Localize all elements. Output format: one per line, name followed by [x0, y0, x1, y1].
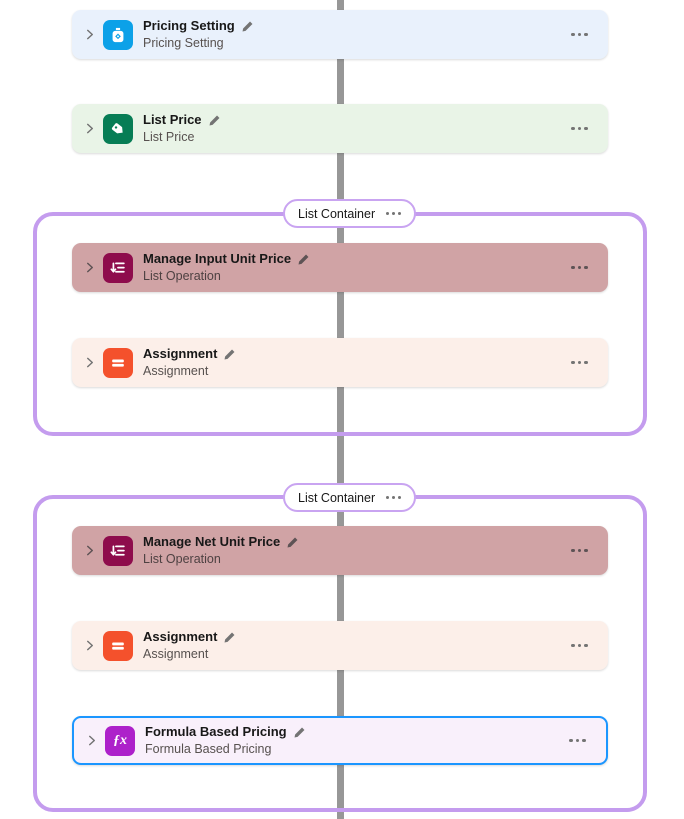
node-title: Formula Based Pricing [145, 723, 287, 739]
node-card-list-price[interactable]: List Price List Price [72, 104, 608, 153]
list-container-pill-2[interactable]: List Container [283, 483, 417, 512]
node-card-assignment-2[interactable]: Assignment Assignment [72, 621, 608, 670]
node-title: Assignment [143, 628, 218, 644]
ellipsis-icon [571, 265, 588, 270]
workflow-connector-line [337, 0, 344, 819]
list-container-pill-1[interactable]: List Container [283, 199, 417, 228]
container-menu-button[interactable] [386, 212, 402, 215]
assignment-icon [103, 347, 133, 378]
list-operation-icon [103, 252, 133, 283]
node-subtitle: List Operation [143, 268, 221, 283]
node-menu-button[interactable] [567, 123, 592, 135]
node-card-manage-input-unit-price[interactable]: Manage Input Unit Price List Operation [72, 243, 608, 292]
chevron-right-icon [87, 640, 93, 651]
node-title: Manage Input Unit Price [143, 250, 292, 266]
expand-chevron-button[interactable] [80, 23, 100, 47]
edit-pencil-icon[interactable] [223, 348, 236, 361]
node-text: Assignment Assignment [143, 628, 236, 661]
node-subtitle: Formula Based Pricing [145, 741, 272, 756]
formula-glyph: ƒx [113, 732, 127, 748]
container-menu-button[interactable] [386, 496, 402, 499]
node-menu-button[interactable] [567, 640, 592, 652]
container-label: List Container [298, 206, 376, 221]
ellipsis-icon [569, 738, 586, 743]
node-title: List Price [143, 111, 202, 127]
node-text: List Price List Price [143, 111, 221, 144]
node-card-assignment-1[interactable]: Assignment Assignment [72, 338, 608, 387]
edit-pencil-icon[interactable] [223, 631, 236, 644]
expand-chevron-button[interactable] [80, 539, 100, 563]
node-card-formula-based-pricing[interactable]: ƒx Formula Based Pricing Formula Based P… [72, 716, 608, 765]
chevron-right-icon [87, 357, 93, 368]
chevron-right-icon [87, 29, 93, 40]
node-menu-button[interactable] [567, 29, 592, 41]
ellipsis-icon [571, 548, 588, 553]
node-title: Manage Net Unit Price [143, 533, 281, 549]
ellipsis-icon [386, 496, 402, 499]
expand-chevron-button[interactable] [80, 351, 100, 375]
expand-chevron-button[interactable] [80, 634, 100, 658]
edit-pencil-icon[interactable] [286, 536, 299, 549]
chevron-right-icon [87, 262, 93, 273]
node-subtitle: Assignment [143, 646, 209, 661]
assignment-icon [103, 630, 133, 661]
node-card-pricing-setting[interactable]: Pricing Setting Pricing Setting [72, 10, 608, 59]
node-text: Formula Based Pricing Formula Based Pric… [145, 723, 306, 756]
node-text: Pricing Setting Pricing Setting [143, 17, 254, 50]
node-subtitle: Pricing Setting [143, 35, 224, 50]
node-menu-button[interactable] [567, 545, 592, 557]
price-tag-icon [103, 113, 133, 144]
node-menu-button[interactable] [567, 262, 592, 274]
chevron-right-icon [89, 735, 95, 746]
container-label: List Container [298, 490, 376, 505]
list-operation-icon [103, 535, 133, 566]
edit-pencil-icon[interactable] [297, 253, 310, 266]
ellipsis-icon [386, 212, 402, 215]
node-card-manage-net-unit-price[interactable]: Manage Net Unit Price List Operation [72, 526, 608, 575]
chevron-right-icon [87, 123, 93, 134]
chevron-right-icon [87, 545, 93, 556]
node-subtitle: Assignment [143, 363, 209, 378]
ellipsis-icon [571, 126, 588, 131]
node-menu-button[interactable] [565, 735, 590, 747]
node-subtitle: List Operation [143, 551, 221, 566]
node-text: Manage Net Unit Price List Operation [143, 533, 299, 566]
ellipsis-icon [571, 643, 588, 648]
node-title: Assignment [143, 345, 218, 361]
expand-chevron-button[interactable] [80, 256, 100, 280]
pricing-setting-icon [103, 19, 133, 50]
edit-pencil-icon[interactable] [241, 20, 254, 33]
formula-icon: ƒx [105, 725, 135, 756]
expand-chevron-button[interactable] [80, 117, 100, 141]
expand-chevron-button[interactable] [82, 729, 102, 753]
node-title: Pricing Setting [143, 17, 235, 33]
ellipsis-icon [571, 32, 588, 37]
edit-pencil-icon[interactable] [208, 114, 221, 127]
node-text: Manage Input Unit Price List Operation [143, 250, 310, 283]
node-text: Assignment Assignment [143, 345, 236, 378]
node-menu-button[interactable] [567, 357, 592, 369]
ellipsis-icon [571, 360, 588, 365]
node-subtitle: List Price [143, 129, 195, 144]
edit-pencil-icon[interactable] [293, 726, 306, 739]
